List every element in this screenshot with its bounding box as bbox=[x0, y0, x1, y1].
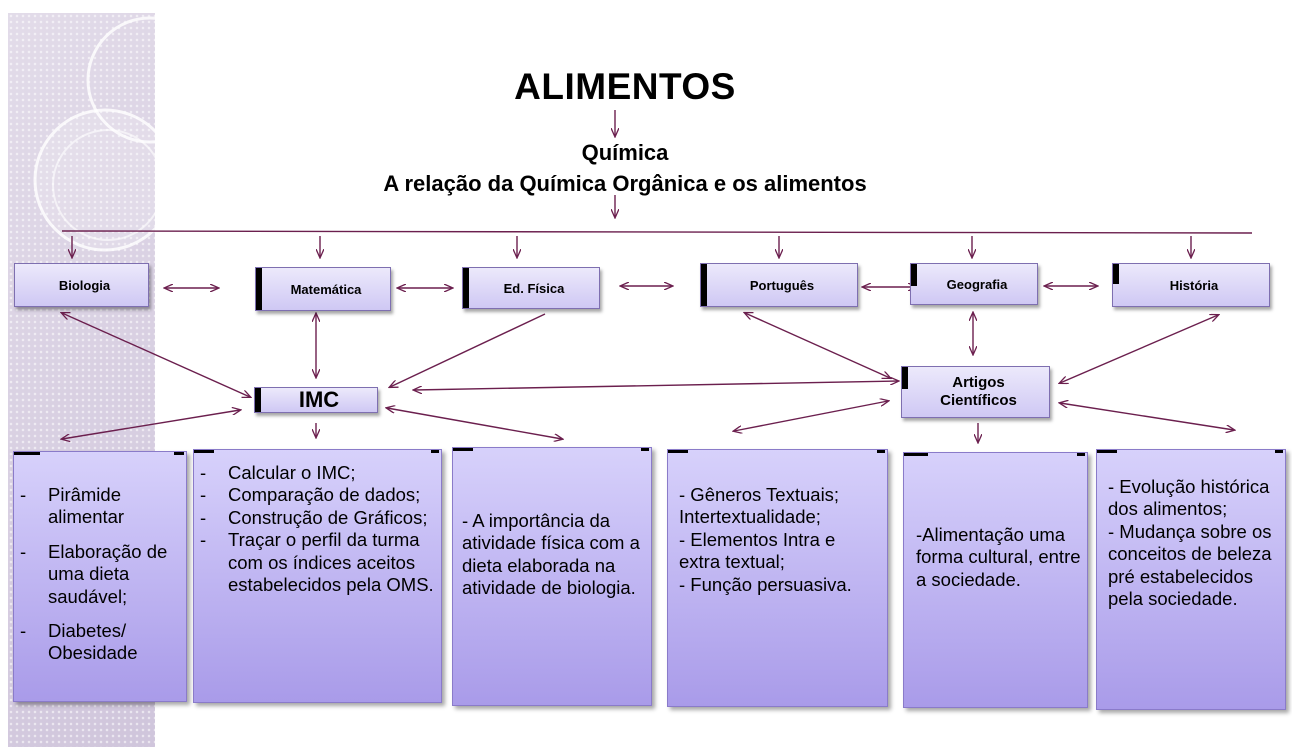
box-matematica: -Calcular o IMC; -Comparação de dados; -… bbox=[193, 449, 442, 703]
diagram-title: ALIMENTOS bbox=[514, 66, 736, 107]
node-marker bbox=[256, 268, 262, 310]
list-item: - Gêneros Textuais; bbox=[679, 484, 840, 505]
diagram-theme: A relação da Química Orgânica e os alime… bbox=[383, 171, 867, 196]
list-item: - Função persuasiva. bbox=[679, 573, 852, 595]
box-ed-fisica: - A importância da atividade física com … bbox=[452, 447, 652, 706]
box-marker bbox=[1097, 450, 1117, 453]
node-marker bbox=[902, 367, 908, 389]
box-marker bbox=[174, 452, 184, 455]
box-historia: - Evolução histórica dos alimentos; - Mu… bbox=[1096, 449, 1286, 710]
arrow-por-artigos bbox=[745, 313, 890, 378]
arrow-artigos-his-box bbox=[1060, 403, 1234, 430]
box-biologia: -Pirâmide alimentar -Elaboração de uma d… bbox=[13, 451, 187, 702]
branch-line bbox=[61, 230, 1253, 234]
node-biologia: Biologia bbox=[14, 263, 149, 307]
list-item: -Comparação de dados; bbox=[200, 484, 421, 506]
box-marker bbox=[1275, 450, 1283, 453]
list-item: -Traçar o perfil da turma com os índices… bbox=[200, 529, 434, 596]
arrow-bio-imc bbox=[62, 313, 250, 397]
arrow-his-artigos bbox=[1060, 315, 1218, 383]
node-historia: História bbox=[1112, 263, 1270, 307]
arrow-imc-artigos bbox=[414, 381, 898, 390]
node-geografia: Geografia bbox=[910, 263, 1038, 305]
box-marker bbox=[453, 448, 473, 451]
box-portugues: - Gêneros Textuais; Intertextualidade; -… bbox=[667, 449, 888, 707]
box-marker bbox=[1077, 453, 1085, 456]
node-imc: IMC bbox=[254, 387, 378, 413]
box-marker bbox=[194, 450, 214, 453]
box-marker bbox=[14, 452, 40, 455]
box-text: - A importância da atividade física com … bbox=[462, 510, 640, 599]
box-text: -Alimentação uma forma cultural, entre a… bbox=[916, 524, 1081, 590]
node-marker bbox=[701, 264, 707, 306]
list-item: - Elementos Intra e extra textual; bbox=[679, 528, 836, 573]
node-ed-fisica: Ed. Física bbox=[462, 267, 600, 309]
node-marker bbox=[911, 264, 917, 286]
box-marker bbox=[431, 450, 439, 453]
node-artigos-cientificos: Artigos Científicos bbox=[901, 366, 1050, 418]
list-item: -Construção de Gráficos; bbox=[200, 506, 428, 528]
list-item: -Pirâmide alimentar bbox=[20, 484, 125, 528]
list-item: -Diabetes/ Obesidade bbox=[20, 620, 138, 664]
node-matematica: Matemática bbox=[255, 267, 391, 311]
arrow-imc-edf-box bbox=[387, 408, 562, 439]
list-item: - Mudança sobre os conceitos de beleza p… bbox=[1108, 520, 1272, 610]
box-marker bbox=[904, 453, 928, 456]
arrow-imc-bio-box bbox=[62, 410, 240, 439]
node-portugues: Português bbox=[700, 263, 858, 307]
arrow-edf-imc bbox=[390, 313, 546, 387]
box-geografia: -Alimentação uma forma cultural, entre a… bbox=[903, 452, 1088, 708]
diagram-subtitle: Química bbox=[581, 140, 669, 165]
list-item: -Calcular o IMC; bbox=[200, 462, 356, 483]
arrow-artigos-por-box bbox=[734, 401, 888, 431]
list-item: Intertextualidade; bbox=[679, 506, 821, 528]
node-marker bbox=[1113, 264, 1119, 284]
list-item: -Elaboração de uma dieta saudável; bbox=[20, 540, 168, 607]
list-item: - Evolução histórica dos alimentos; bbox=[1108, 476, 1270, 520]
box-marker bbox=[641, 448, 649, 451]
node-marker bbox=[463, 268, 469, 308]
box-marker bbox=[668, 450, 688, 453]
box-marker bbox=[877, 450, 885, 453]
node-marker bbox=[255, 388, 261, 412]
